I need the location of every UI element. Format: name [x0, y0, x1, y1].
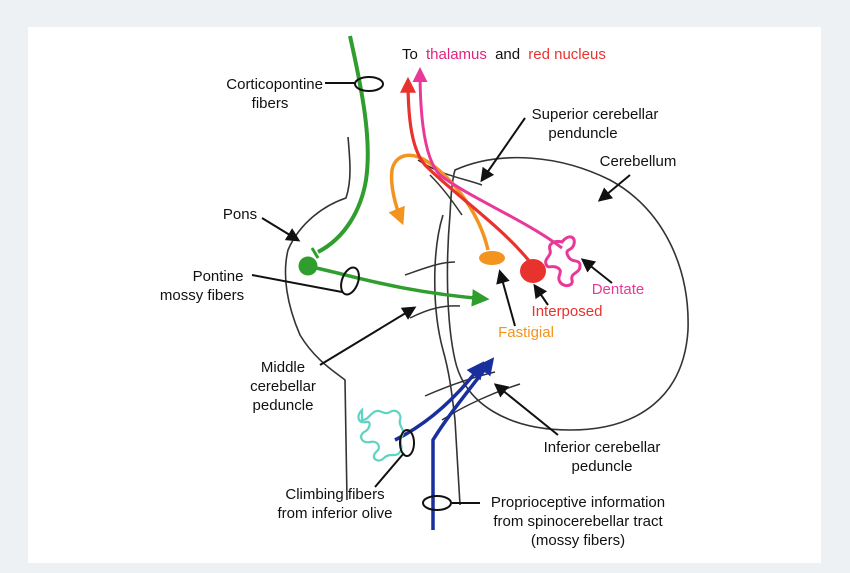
- superior-peduncle-label-line1: Superior cerebellar: [532, 106, 659, 123]
- dentate-label: Dentate: [592, 281, 645, 298]
- interposed-pathway: [400, 76, 546, 283]
- corticopontine-marker-ring: [354, 76, 384, 92]
- proprioceptive-label-line2: from spinocerebellar tract: [493, 513, 663, 530]
- superior-peduncle-label-line2: penduncle: [548, 125, 617, 142]
- inferior-peduncle-label-line2: peduncle: [572, 458, 633, 475]
- diagram-panel: [28, 27, 821, 563]
- proprioceptive-label-line1: Proprioceptive information: [491, 494, 665, 511]
- and-text: and: [495, 46, 520, 63]
- cerebellum-label: Cerebellum: [600, 153, 677, 170]
- red-nucleus-text: red nucleus: [528, 46, 606, 63]
- spinocerebellar-marker-ring: [422, 495, 452, 511]
- interposed-nucleus: [520, 259, 546, 283]
- middle-peduncle-label-line1: Middle: [261, 359, 305, 376]
- pontine-nucleus-dot: [298, 256, 318, 276]
- corticopontine-fiber: [310, 35, 384, 259]
- pontine-marker-ring: [340, 266, 360, 296]
- pontine-label-line2: mossy fibers: [160, 287, 244, 304]
- dentate-pathway: [412, 67, 582, 288]
- label-pointers: [251, 82, 631, 504]
- pons-label: Pons: [223, 206, 257, 223]
- to-text: To: [402, 46, 418, 63]
- pontine-mossy-fiber: [298, 256, 490, 307]
- inferior-peduncle-label-line1: Inferior cerebellar: [544, 439, 661, 456]
- fastigial-label: Fastigial: [498, 324, 554, 341]
- climbing-marker-ring: [399, 429, 415, 457]
- middle-peduncle-label-line3: peduncle: [253, 397, 314, 414]
- inferior-olive: [357, 407, 405, 462]
- spinocerebellar-mossy-fibers: [422, 357, 495, 530]
- climbing-fibers-label-line1: Climbing fibers: [285, 486, 384, 503]
- corticopontine-label-line2: fibers: [252, 95, 289, 112]
- climbing-fiber: [357, 361, 485, 462]
- proprioceptive-label-line3: (mossy fibers): [531, 532, 625, 549]
- brainstem-outline: [284, 136, 461, 506]
- pontine-label-line1: Pontine: [193, 268, 244, 285]
- thalamus-text: thalamus: [426, 46, 487, 63]
- fastigial-nucleus: [479, 251, 505, 265]
- interposed-label: Interposed: [532, 303, 603, 320]
- fastigial-pathway: [388, 153, 505, 265]
- middle-peduncle-label-line2: cerebellar: [250, 378, 316, 395]
- cerebellum-outline: [446, 156, 689, 431]
- corticopontine-label-line1: Corticopontine: [226, 76, 323, 93]
- top-label: To thalamus and red nucleus: [402, 46, 606, 63]
- climbing-fibers-label-line2: from inferior olive: [277, 505, 392, 522]
- dentate-nucleus: [544, 235, 582, 288]
